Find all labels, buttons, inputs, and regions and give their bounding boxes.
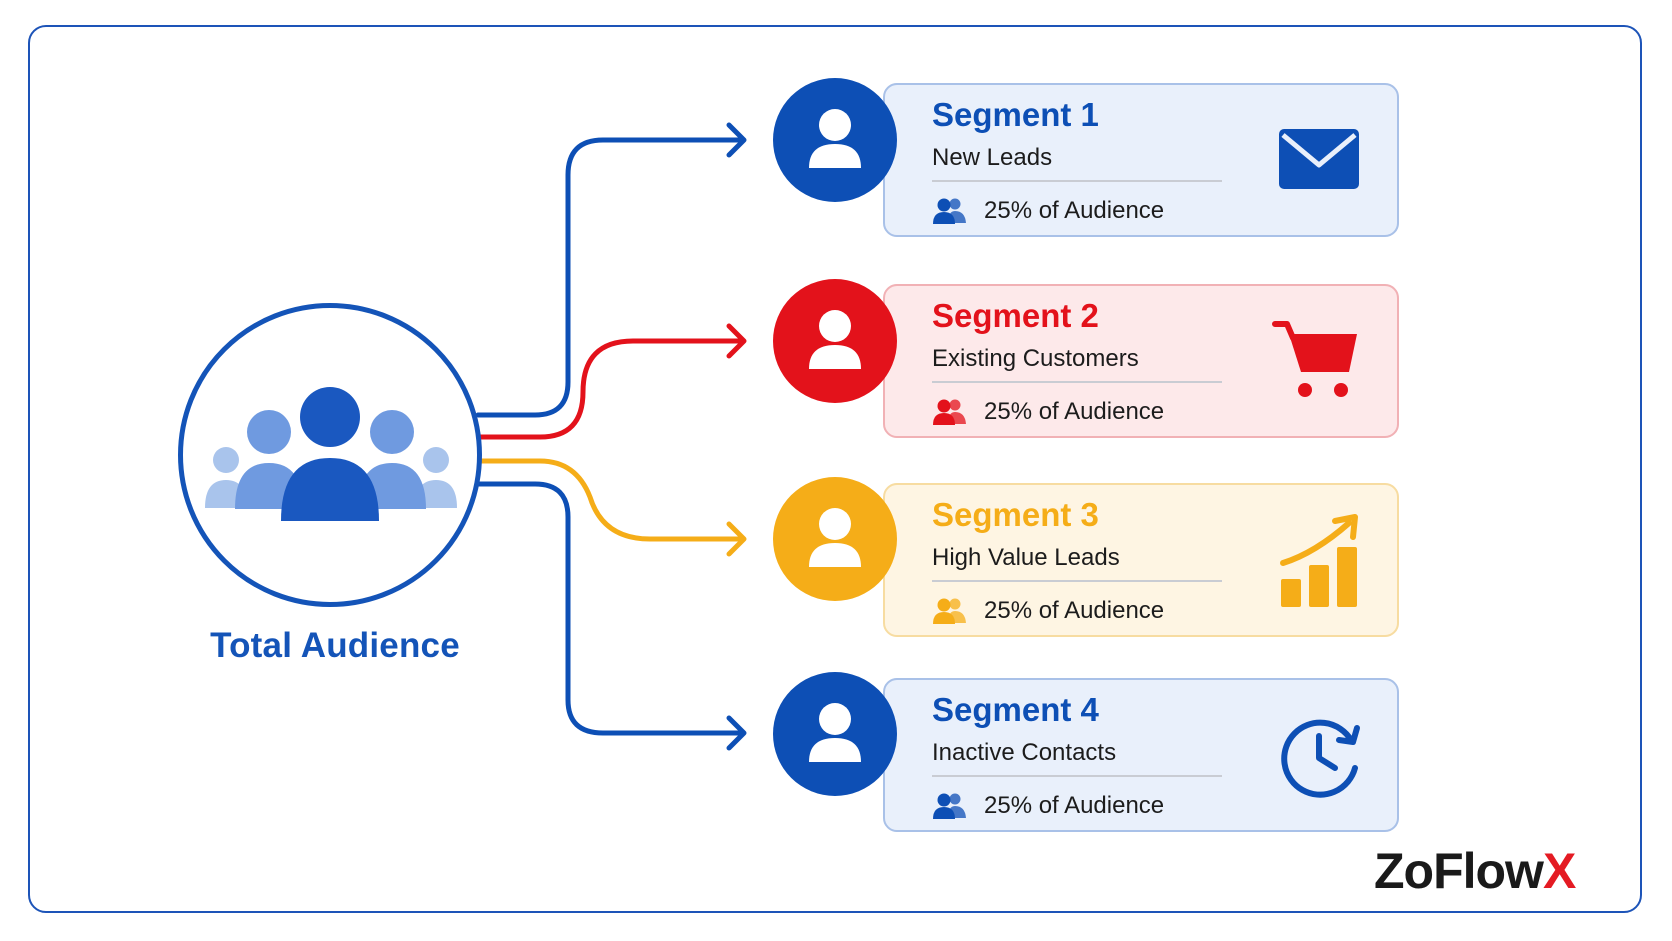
- connector-segment-4: [475, 481, 743, 736]
- people-icon: [933, 793, 966, 819]
- segment-card-3: Segment 3 High Value Leads 25% of Audien…: [883, 483, 1399, 637]
- segment-share: 25% of Audience: [932, 595, 1164, 627]
- segment-title: Segment 2: [932, 297, 1099, 334]
- segment-card-1: Segment 1 New Leads 25% of Audience: [883, 83, 1399, 237]
- arrow-head-2: [726, 323, 747, 359]
- segment-share: 25% of Audience: [932, 396, 1164, 428]
- user-icon: [809, 109, 861, 168]
- share-text: 25% of Audience: [984, 197, 1165, 224]
- share-text: 25% of Audience: [984, 597, 1165, 624]
- divider: [932, 580, 1222, 582]
- segment-subtitle: Inactive Contacts: [932, 739, 1117, 766]
- segment-share: 25% of Audience: [932, 790, 1164, 822]
- brand-logo: ZoFlowX: [1374, 842, 1576, 900]
- segment-avatar-3: [773, 477, 897, 601]
- segment-card-2: Segment 2 Existing Customers 25% of Audi…: [883, 284, 1399, 438]
- clock-refresh-icon: [1281, 719, 1360, 798]
- people-icon: [933, 399, 966, 425]
- diagram-frame: [28, 25, 1642, 913]
- user-icon: [809, 508, 861, 567]
- shopping-cart-icon: [1272, 321, 1357, 397]
- people-icon: [933, 598, 966, 624]
- segment-avatar-2: [773, 279, 897, 403]
- segment-card-4: Segment 4 Inactive Contacts 25% of Audie…: [883, 678, 1399, 832]
- segment-avatar-4: [773, 672, 897, 796]
- share-text: 25% of Audience: [984, 398, 1165, 425]
- segment-title: Segment 4: [932, 691, 1099, 728]
- group-users-icon: [205, 387, 457, 521]
- connector-segment-2: [475, 338, 743, 440]
- total-audience-circle: [178, 303, 482, 607]
- segment-title: Segment 1: [932, 96, 1099, 133]
- segment-subtitle: New Leads: [932, 144, 1053, 171]
- hub-title: Total Audience: [210, 626, 460, 665]
- divider: [932, 180, 1222, 182]
- user-icon: [809, 703, 861, 762]
- people-icon: [933, 198, 966, 224]
- segment-subtitle: High Value Leads: [932, 544, 1120, 571]
- divider: [932, 381, 1222, 383]
- connector-segment-1: [475, 137, 743, 418]
- segment-share: 25% of Audience: [932, 195, 1164, 227]
- segment-title: Segment 3: [932, 496, 1099, 533]
- user-icon: [809, 310, 861, 369]
- envelope-icon: [1279, 129, 1359, 189]
- arrow-head-3: [726, 521, 747, 557]
- arrow-head-4: [726, 715, 747, 751]
- arrow-head-1: [726, 122, 747, 158]
- segment-subtitle: Existing Customers: [932, 345, 1139, 372]
- share-text: 25% of Audience: [984, 792, 1165, 819]
- divider: [932, 775, 1222, 777]
- brand-accent: X: [1542, 843, 1576, 899]
- segment-avatar-1: [773, 78, 897, 202]
- brand-name: ZoFlow: [1374, 843, 1544, 899]
- growth-chart-icon: [1280, 514, 1358, 607]
- connector-segment-3: [475, 458, 743, 542]
